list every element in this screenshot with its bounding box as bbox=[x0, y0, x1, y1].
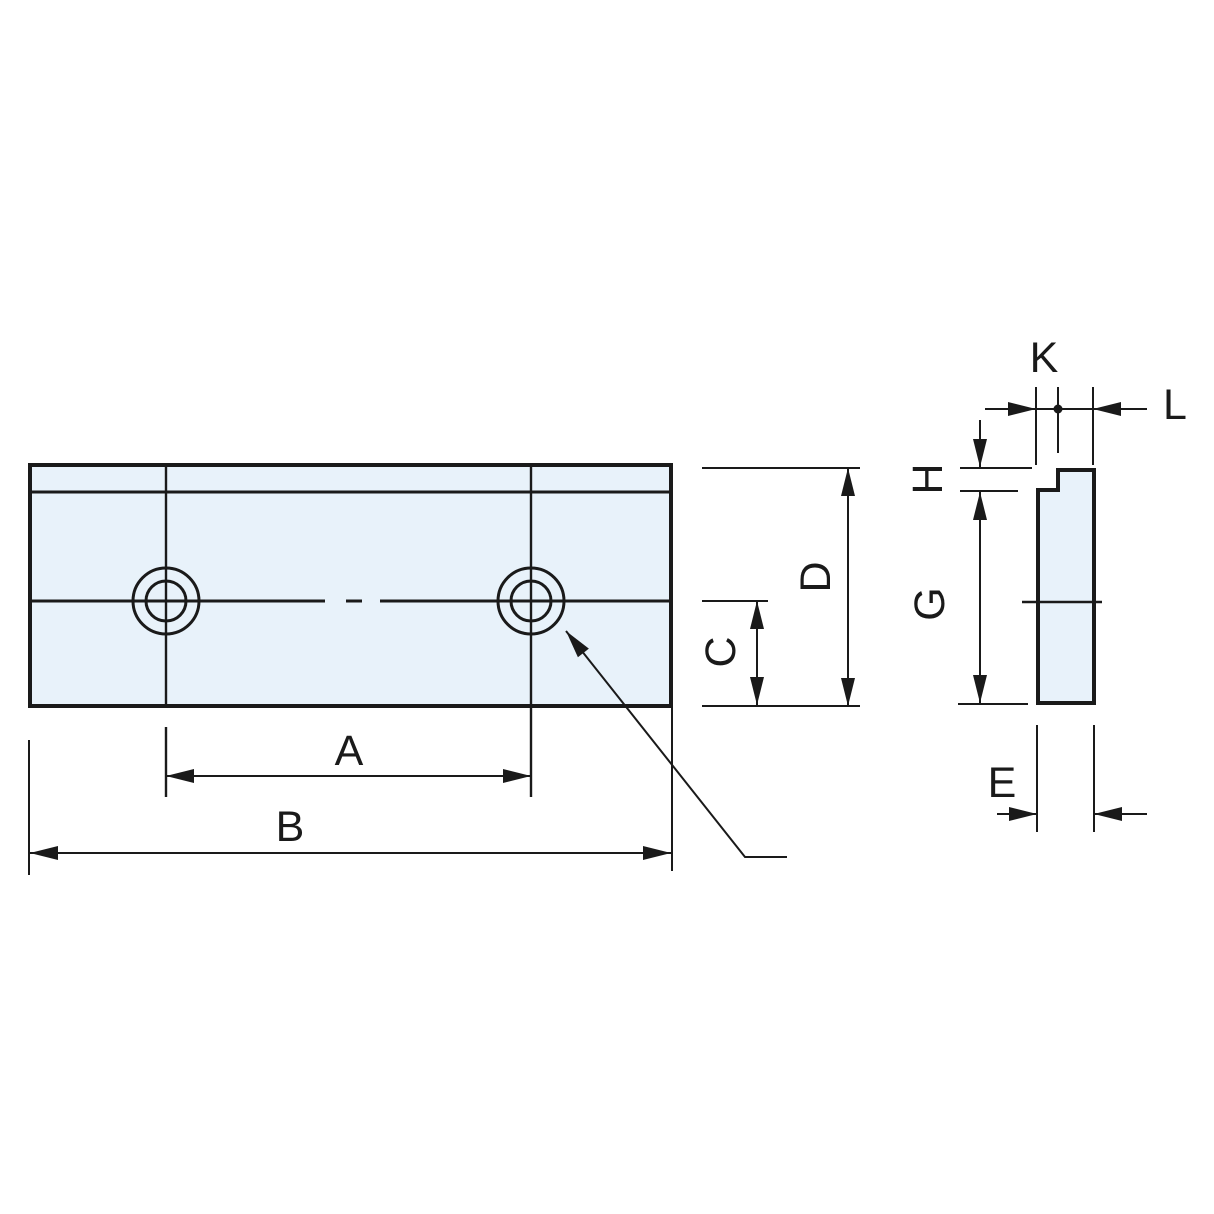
dimension-label-c: C bbox=[697, 636, 745, 667]
left-hole bbox=[131, 566, 201, 636]
arrowhead-up bbox=[750, 601, 764, 629]
arrowhead-down bbox=[750, 677, 764, 705]
side-view bbox=[1022, 468, 1102, 705]
arrowhead-right bbox=[1009, 807, 1037, 821]
bore-circle bbox=[144, 579, 188, 623]
dimension-label-a: A bbox=[335, 727, 364, 775]
bore-circle bbox=[509, 579, 553, 623]
dimension-label-d: D bbox=[792, 561, 840, 592]
arrowhead-down bbox=[973, 439, 987, 467]
leader-line bbox=[565, 630, 787, 858]
dimension-b: B bbox=[28, 708, 673, 875]
dimension-dot-terminator bbox=[1053, 404, 1063, 414]
dimension-label-g: G bbox=[906, 587, 954, 620]
arrowhead-down bbox=[841, 678, 855, 706]
arrowhead-left bbox=[166, 769, 194, 783]
counterbore-circle bbox=[131, 566, 201, 636]
dimension-d: D bbox=[702, 467, 860, 707]
arrowhead-up bbox=[973, 492, 987, 520]
arrowhead-left bbox=[1094, 807, 1122, 821]
front-view-body bbox=[28, 463, 673, 708]
dimension-k-l: K L bbox=[985, 334, 1187, 465]
dimension-e: E bbox=[988, 725, 1147, 832]
dimension-label-k: K bbox=[1030, 334, 1059, 382]
dimension-label-h: H bbox=[904, 463, 952, 494]
dimension-h: H bbox=[904, 420, 1032, 495]
dimension-label-e: E bbox=[988, 759, 1017, 807]
arrowhead-left bbox=[1093, 402, 1121, 416]
right-hole bbox=[496, 566, 566, 636]
arrowhead-right bbox=[643, 846, 671, 860]
dimension-g: G bbox=[906, 492, 1028, 705]
arrowhead-right bbox=[503, 769, 531, 783]
counterbore-circle bbox=[496, 566, 566, 636]
side-view-profile bbox=[1036, 468, 1096, 705]
front-view bbox=[28, 463, 673, 797]
arrowhead-down bbox=[973, 675, 987, 703]
arrowhead-left bbox=[30, 846, 58, 860]
leader-arrowhead bbox=[566, 631, 589, 658]
hole-leader bbox=[565, 630, 787, 858]
dimension-c: C bbox=[697, 600, 768, 705]
arrowhead-up bbox=[841, 468, 855, 496]
dimension-a: A bbox=[166, 727, 531, 783]
dimension-label-b: B bbox=[276, 803, 305, 851]
dimension-label-l: L bbox=[1163, 381, 1187, 429]
arrowhead-right bbox=[1008, 402, 1036, 416]
